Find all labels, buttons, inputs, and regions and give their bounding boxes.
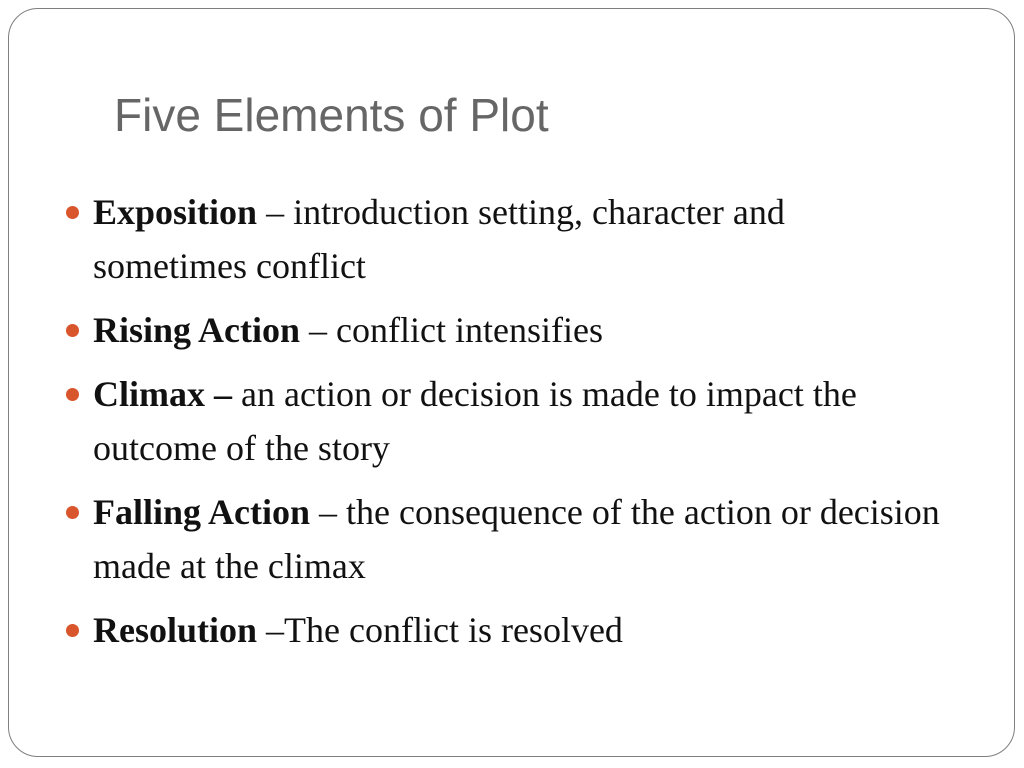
bullet-separator <box>232 374 241 414</box>
bullet-term: Rising Action <box>93 310 301 350</box>
bullet-item-rising-action: Rising Action – conflict intensifies <box>64 303 944 357</box>
bullet-text: an action or decision is made to impact … <box>93 374 857 468</box>
bullet-dot-icon <box>66 324 79 337</box>
slide-title: Five Elements of Plot <box>114 89 549 141</box>
bullet-text: introduction setting, character and some… <box>93 192 785 286</box>
bullet-dot-icon <box>66 506 79 519</box>
slide-frame <box>8 8 1015 757</box>
bullet-item-climax: Climax – an action or decision is made t… <box>64 367 944 475</box>
bullet-term: Exposition <box>93 192 258 232</box>
bullet-separator: – <box>257 192 294 232</box>
bullet-term: Climax – <box>93 374 232 414</box>
bullet-text: the consequence of the action or decisio… <box>93 492 940 586</box>
bullet-separator: – <box>300 310 337 350</box>
bullet-separator: – <box>257 610 285 650</box>
bullet-item-falling-action: Falling Action – the consequence of the … <box>64 485 944 593</box>
bullet-text: The conflict is resolved <box>284 610 623 650</box>
bullet-text: conflict intensifies <box>336 310 603 350</box>
bullet-dot-icon <box>66 624 79 637</box>
bullet-separator: – <box>310 492 347 532</box>
bullet-item-exposition: Exposition – introduction setting, chara… <box>64 185 944 293</box>
bullet-term: Resolution <box>93 610 258 650</box>
bullet-term: Falling Action <box>93 492 311 532</box>
bullet-item-resolution: Resolution –The conflict is resolved <box>64 603 944 657</box>
bullet-dot-icon <box>66 206 79 219</box>
bullet-list: Exposition – introduction setting, chara… <box>64 185 944 667</box>
bullet-dot-icon <box>66 388 79 401</box>
